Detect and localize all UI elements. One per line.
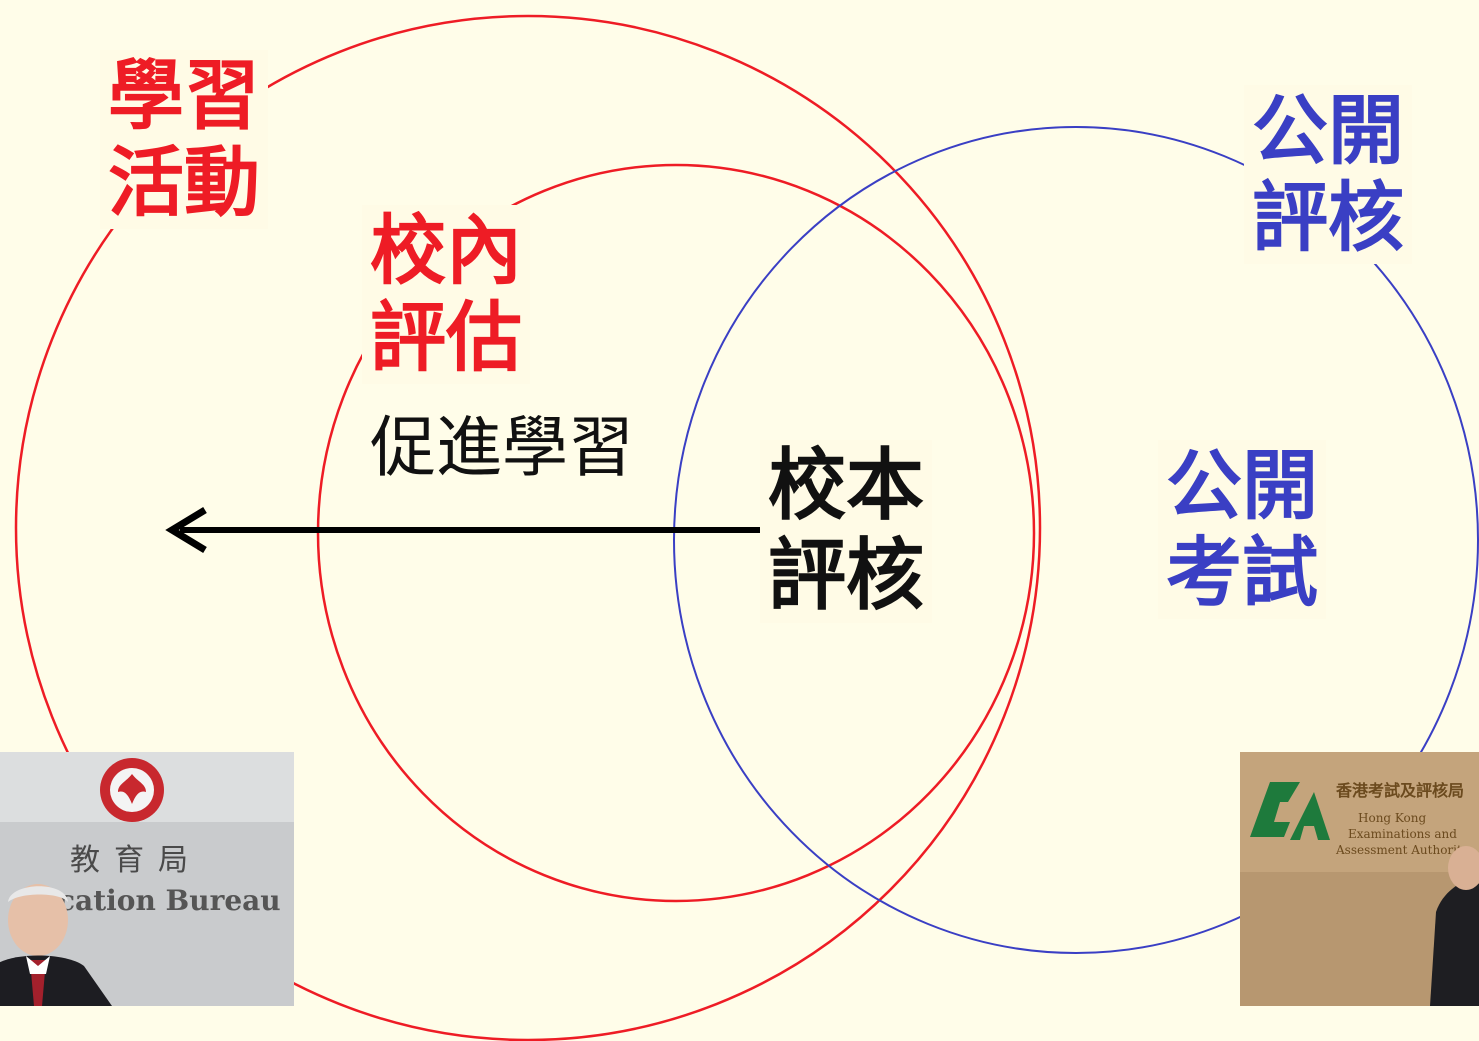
edb-sign-english: cation Bureau xyxy=(58,884,281,917)
promote-learning-label: 促進學習 xyxy=(370,409,634,486)
public-examination-label: 公開 考試 xyxy=(1158,440,1326,619)
hkeaa-photo: EA 香港考試及評核局 Hong Kong Examinations and A… xyxy=(1240,752,1479,1006)
person-silhouette xyxy=(1430,846,1479,1006)
edb-photo: 教育局 cation Bureau xyxy=(0,752,294,1006)
hkeaa-sign-english-3: Assessment Authority xyxy=(1335,843,1469,857)
promote-learning-arrow-head xyxy=(165,507,207,553)
hkeaa-logo-icon: EA xyxy=(1250,782,1330,840)
hksar-emblem-icon xyxy=(100,758,164,822)
public-assessment-label: 公開 評核 xyxy=(1244,85,1412,264)
learning-activities-circle xyxy=(14,14,1042,1041)
learning-activities-label: 學習 活動 xyxy=(100,50,268,229)
hkeaa-sign-english-1: Hong Kong xyxy=(1358,811,1427,825)
edb-sign-chinese: 教育局 xyxy=(70,843,202,878)
hkeaa-sign-english-2: Examinations and xyxy=(1348,827,1457,841)
public-assessment-circle xyxy=(673,126,1479,954)
internal-assessment-label: 校內 評估 xyxy=(362,205,530,384)
person-silhouette xyxy=(0,884,112,1006)
school-based-assessment-label: 校本 評核 xyxy=(760,440,933,624)
hkeaa-sign-chinese: 香港考試及評核局 xyxy=(1335,781,1464,800)
